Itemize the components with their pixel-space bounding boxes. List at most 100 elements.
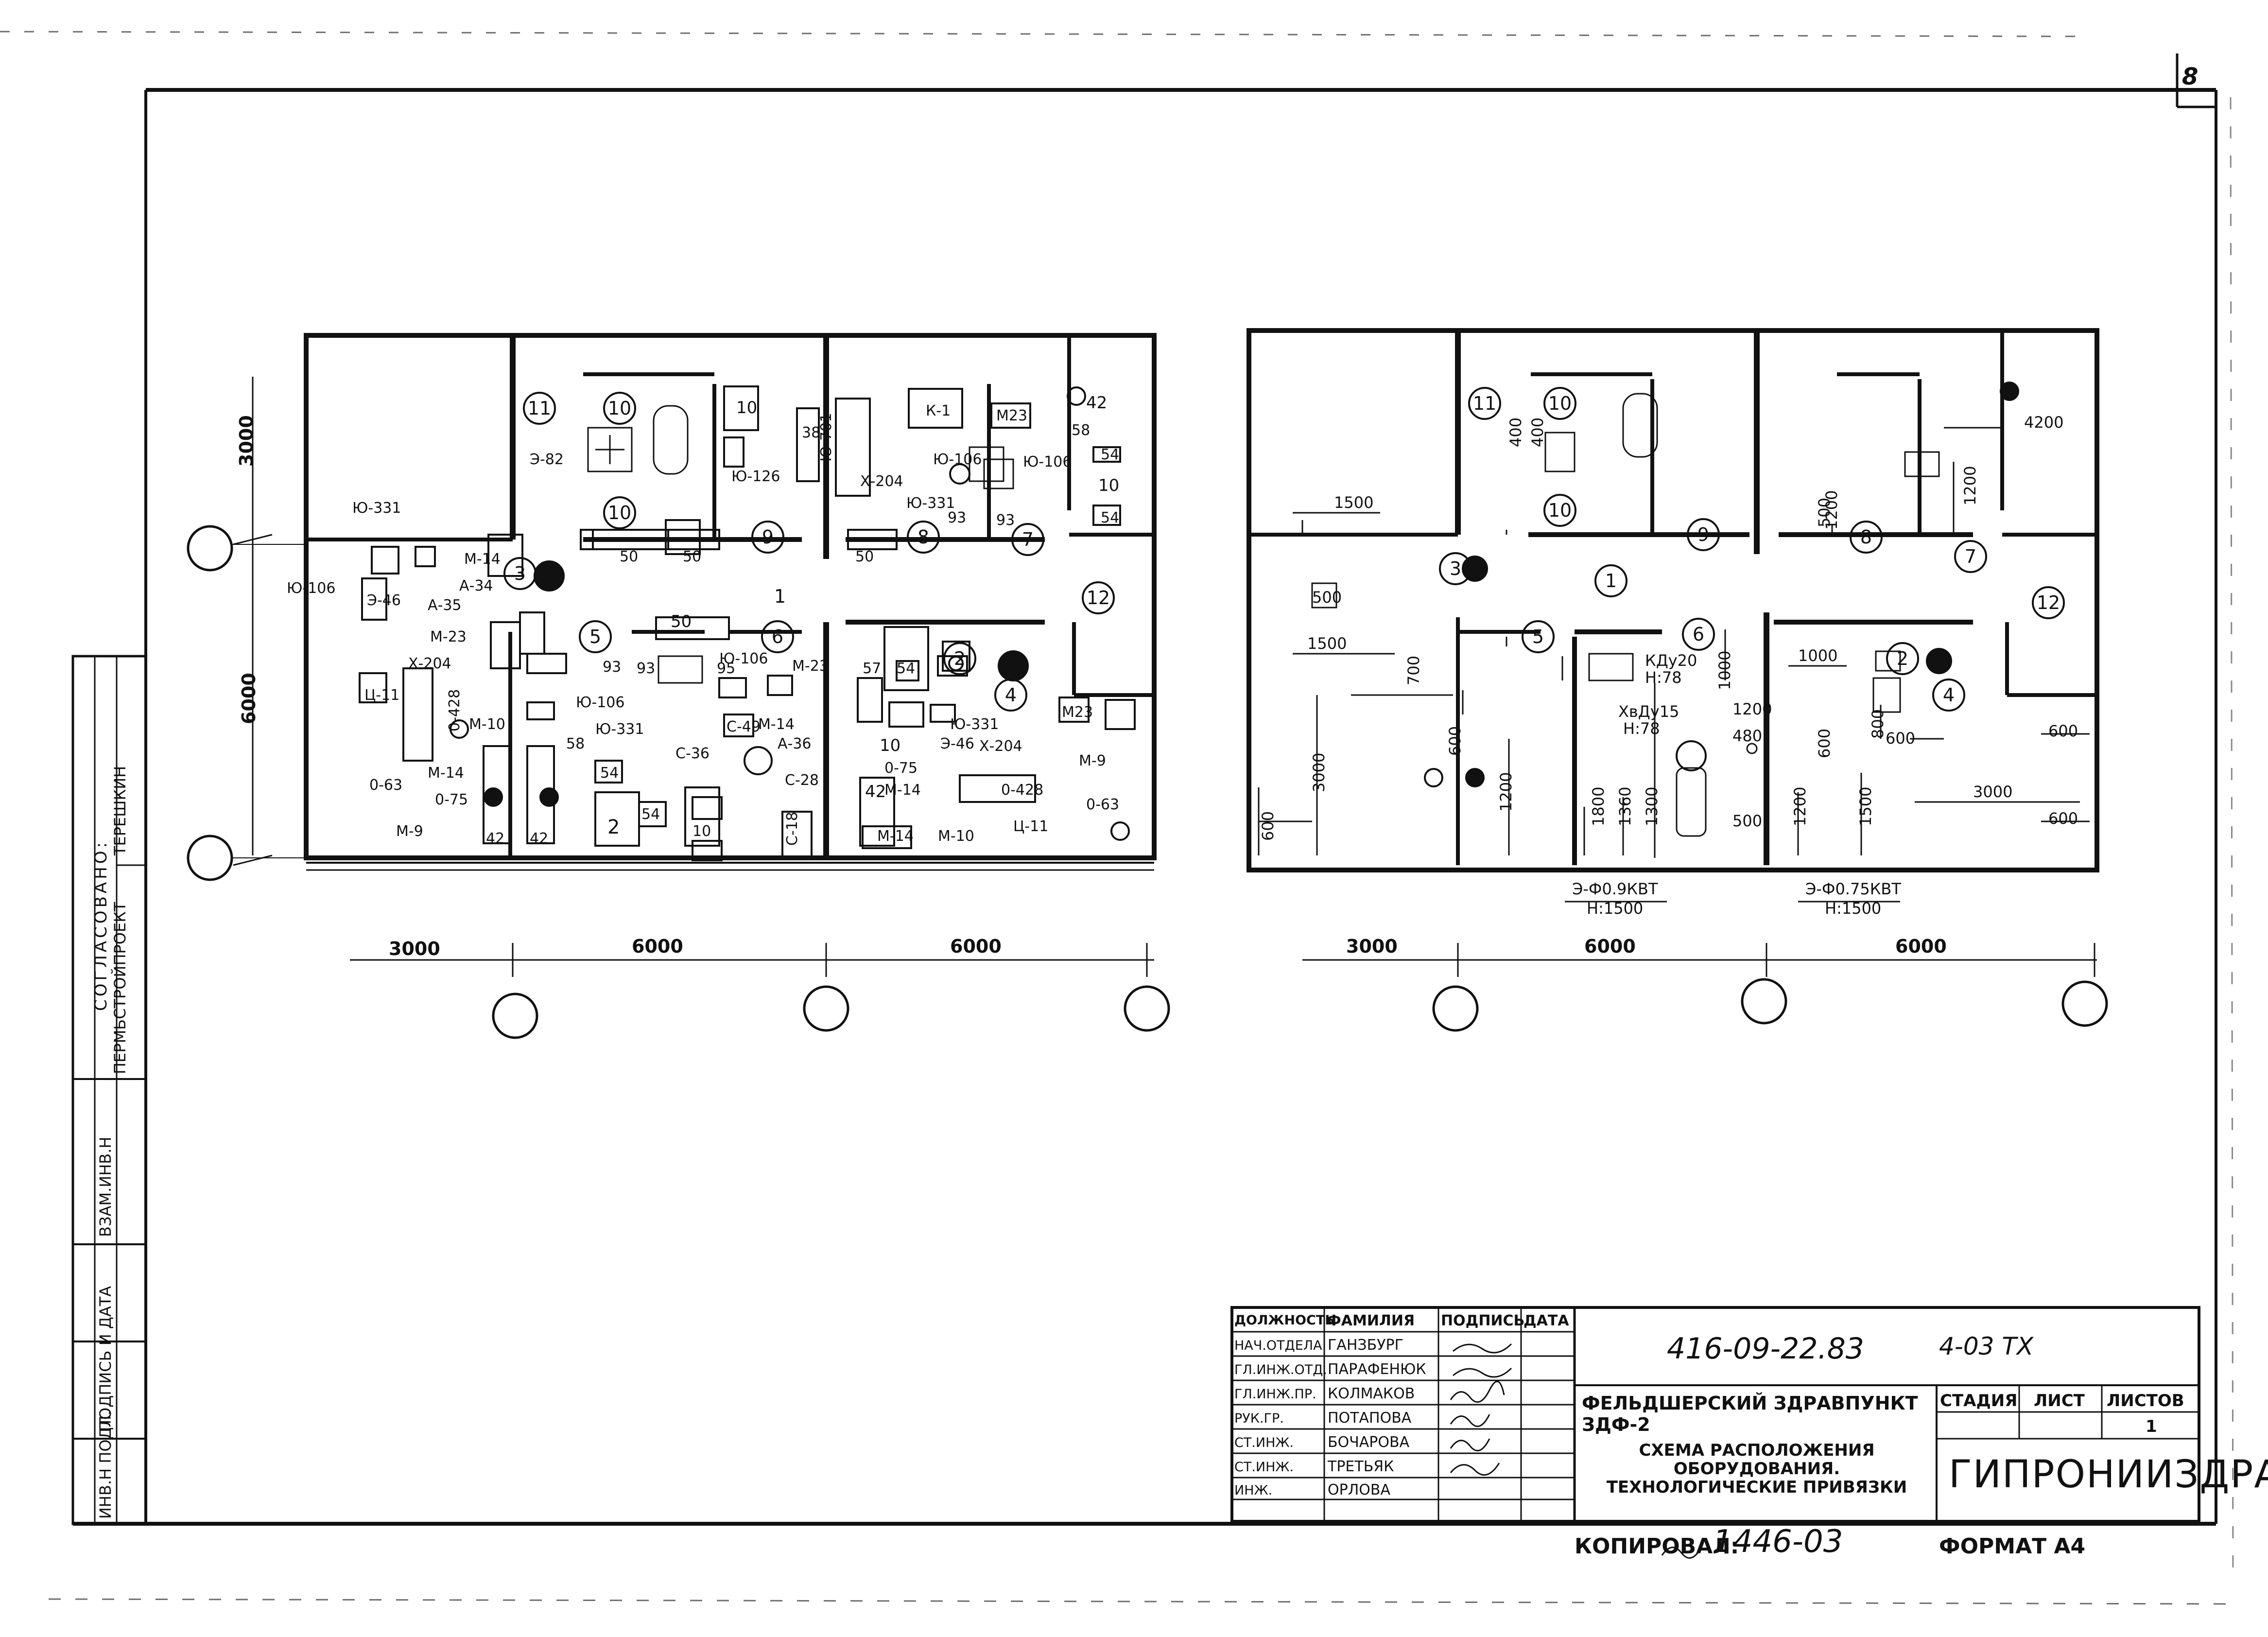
stamp-field-signature-date: ПОДПИСЬ И ДАТА bbox=[96, 1286, 115, 1431]
svg-text:95: 95 bbox=[717, 660, 735, 677]
svg-text:Ю-331: Ю-331 bbox=[906, 495, 955, 512]
row-name: ПАРАФЕНЮК bbox=[1328, 1361, 1426, 1378]
svg-text:С-36: С-36 bbox=[675, 745, 710, 762]
svg-text:4: 4 bbox=[1943, 684, 1955, 706]
svg-text:38: 38 bbox=[802, 424, 820, 441]
svg-text:10: 10 bbox=[736, 398, 757, 418]
svg-text:Ю-331: Ю-331 bbox=[595, 721, 644, 738]
svg-text:2: 2 bbox=[607, 816, 620, 838]
row-role: ГЛ.ИНЖ.ОТД. bbox=[1234, 1362, 1327, 1377]
svg-text:10: 10 bbox=[880, 736, 900, 755]
svg-text:М-23: М-23 bbox=[792, 658, 829, 675]
svg-text:М-23: М-23 bbox=[430, 628, 467, 645]
svg-text:3: 3 bbox=[1450, 558, 1461, 579]
svg-text:Ю-331: Ю-331 bbox=[950, 716, 999, 733]
sheet-code: 4-03 ТХ bbox=[1939, 1332, 2034, 1360]
svg-text:Э-Ф0.75КВТ: Э-Ф0.75КВТ bbox=[1805, 880, 1901, 898]
svg-text:3000: 3000 bbox=[1346, 936, 1398, 957]
row-name: КОЛМАКОВ bbox=[1328, 1385, 1415, 1402]
row-role: ГЛ.ИНЖ.ПР. bbox=[1234, 1387, 1316, 1402]
svg-text:12: 12 bbox=[1087, 587, 1110, 609]
svg-text:93: 93 bbox=[996, 512, 1015, 529]
row-role: ИНЖ. bbox=[1234, 1483, 1273, 1498]
svg-text:1: 1 bbox=[1605, 570, 1617, 592]
svg-text:М-10: М-10 bbox=[938, 828, 974, 845]
svg-text:42: 42 bbox=[530, 830, 548, 847]
svg-text:10: 10 bbox=[608, 502, 631, 523]
svg-text:Э-46: Э-46 bbox=[367, 592, 401, 609]
svg-text:Ю-106: Ю-106 bbox=[933, 451, 982, 468]
svg-text:А-34: А-34 bbox=[459, 577, 493, 594]
svg-text:Х-204: Х-204 bbox=[979, 738, 1022, 755]
svg-text:Ю-106: Ю-106 bbox=[576, 694, 624, 711]
svg-text:3000: 3000 bbox=[1973, 783, 2012, 801]
header-surname: ФАМИЛИЯ bbox=[1327, 1312, 1415, 1329]
svg-text:42: 42 bbox=[865, 782, 886, 801]
svg-text:5: 5 bbox=[589, 626, 601, 647]
svg-text:М-10: М-10 bbox=[469, 716, 505, 733]
copied-label: КОПИРОВАЛ: bbox=[1575, 1534, 1739, 1559]
svg-text:0-63: 0-63 bbox=[1086, 796, 1119, 813]
row-role: СТ.ИНЖ. bbox=[1234, 1460, 1294, 1475]
stamp-field-inv-replaced: ВЗАМ.ИНВ.Н bbox=[96, 1136, 115, 1237]
svg-text:3: 3 bbox=[514, 563, 526, 584]
title-block-grid bbox=[1230, 1306, 2200, 1523]
svg-text:600: 600 bbox=[2048, 809, 2078, 828]
svg-text:1300: 1300 bbox=[1643, 787, 1661, 826]
svg-text:6: 6 bbox=[772, 626, 783, 647]
svg-text:М23: М23 bbox=[996, 407, 1027, 424]
svg-text:М-14: М-14 bbox=[758, 716, 795, 733]
svg-text:1200: 1200 bbox=[1497, 772, 1515, 812]
svg-text:Ю-331: Ю-331 bbox=[352, 500, 401, 517]
right-plan-notes: КДу20 Н:78 ХвДу15 Н:78 Э-Ф0.9КВТ Н:1500 … bbox=[1572, 651, 1901, 918]
svg-text:6000: 6000 bbox=[1895, 936, 1947, 957]
svg-text:А-36: А-36 bbox=[778, 735, 812, 752]
svg-text:Х-204: Х-204 bbox=[408, 655, 451, 672]
header-date: ДАТА bbox=[1524, 1312, 1569, 1329]
svg-text:42: 42 bbox=[486, 830, 504, 847]
svg-text:М-14: М-14 bbox=[428, 765, 464, 782]
header-role: ДОЛЖНОСТЬ bbox=[1234, 1313, 1335, 1328]
row-name: ОРЛОВА bbox=[1328, 1481, 1390, 1498]
svg-text:М-9: М-9 bbox=[1079, 752, 1106, 769]
svg-text:800: 800 bbox=[1869, 709, 1887, 739]
svg-text:5: 5 bbox=[1532, 626, 1544, 647]
svg-text:9: 9 bbox=[1697, 524, 1709, 545]
svg-text:Ю-106: Ю-106 bbox=[287, 580, 335, 597]
dim-6000-v: 6000 bbox=[238, 673, 260, 724]
svg-text:500: 500 bbox=[1815, 498, 1834, 527]
svg-text:Х-204: Х-204 bbox=[860, 473, 903, 490]
svg-text:10: 10 bbox=[1548, 500, 1572, 521]
dim-3000-v: 3000 bbox=[236, 415, 257, 467]
svg-text:М-14: М-14 bbox=[464, 551, 501, 568]
svg-text:1000: 1000 bbox=[1715, 651, 1734, 690]
format-label: ФОРМАТ А4 bbox=[1939, 1534, 2086, 1559]
svg-text:50: 50 bbox=[620, 548, 638, 565]
row-role: НАЧ.ОТДЕЛА bbox=[1234, 1338, 1322, 1353]
left-plan-labels: Ю-331 Ю-106 Э-46 А-35 А-34 М-14 М-23 Х-2… bbox=[287, 393, 1119, 847]
svg-text:1800: 1800 bbox=[1589, 787, 1608, 826]
sheet-label: ЛИСТ bbox=[2034, 1391, 2085, 1411]
svg-text:Ц-11: Ц-11 bbox=[1013, 818, 1048, 835]
svg-text:50: 50 bbox=[683, 548, 701, 565]
svg-text:93: 93 bbox=[603, 659, 621, 676]
stage-label: СТАДИЯ bbox=[1940, 1391, 2018, 1411]
svg-text:7: 7 bbox=[1965, 546, 1976, 567]
svg-text:ХвДу15: ХвДу15 bbox=[1618, 702, 1679, 721]
svg-text:400: 400 bbox=[1528, 418, 1547, 447]
svg-text:0-75: 0-75 bbox=[435, 791, 468, 808]
svg-text:54: 54 bbox=[1101, 446, 1119, 463]
svg-text:57: 57 bbox=[863, 660, 881, 677]
svg-text:93: 93 bbox=[948, 509, 966, 526]
svg-text:М-14: М-14 bbox=[877, 828, 914, 845]
header-signature: ПОДПИСЬ bbox=[1441, 1312, 1525, 1329]
svg-text:7: 7 bbox=[1022, 529, 1034, 550]
svg-text:Н:78: Н:78 bbox=[1645, 668, 1682, 687]
svg-text:0-63: 0-63 bbox=[369, 777, 402, 794]
svg-text:400: 400 bbox=[1506, 418, 1525, 447]
svg-text:Э-46: Э-46 bbox=[940, 735, 974, 752]
